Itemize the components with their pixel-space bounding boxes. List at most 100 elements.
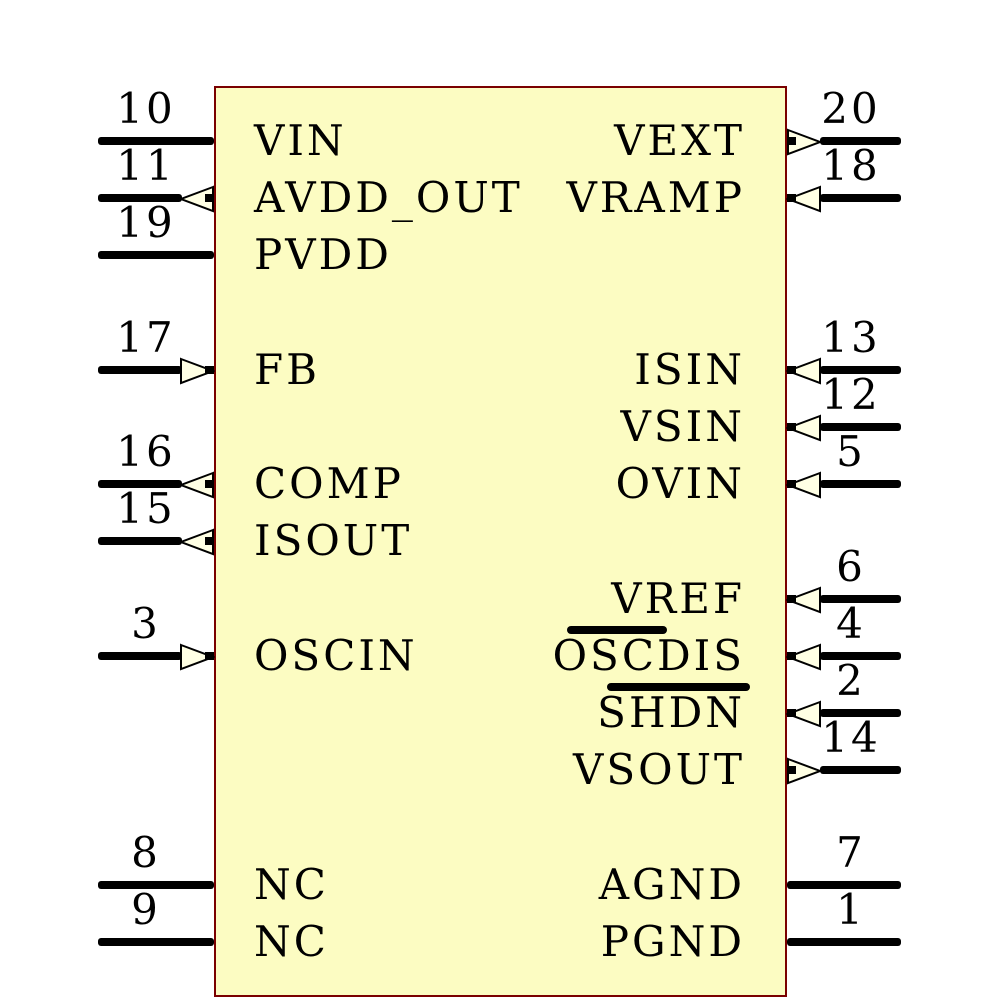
pin-number: 7 — [836, 827, 866, 877]
pin-label: FB — [254, 344, 321, 394]
pin-line — [820, 766, 901, 775]
arrow-left-icon — [786, 471, 821, 499]
pin-label: ISOUT — [254, 516, 413, 566]
pin-label: ISIN — [634, 344, 745, 394]
arrow-left-icon — [786, 357, 821, 385]
pin-connection-nub — [787, 594, 796, 603]
pin-connection-nub — [205, 365, 214, 374]
pin-label: VSIN — [620, 402, 745, 451]
pin-label: VRAMP — [566, 173, 745, 223]
pin-connection-nub — [205, 194, 214, 203]
arrow-right-icon — [180, 357, 215, 385]
pin-connection-nub — [787, 365, 796, 374]
pin-number: 15 — [116, 484, 176, 534]
pin-connection-nub — [787, 651, 796, 660]
pin-connection-nub — [787, 766, 796, 775]
pin-line — [820, 651, 901, 660]
pin-line — [820, 594, 901, 603]
pin-number: 16 — [116, 427, 176, 477]
arrow-right-icon — [180, 643, 215, 671]
pin-line — [98, 137, 214, 145]
pin-11-avdd_out: 11 AVDD_OUT — [0, 138, 1000, 258]
pin-number: 8 — [131, 827, 161, 877]
chip-body — [214, 86, 787, 997]
pin-14-vsout: 14 VSOUT — [0, 710, 1000, 830]
pin-9-nc: 9 NC — [0, 882, 1000, 1000]
pin-label: SHDN — [597, 688, 745, 737]
pin-number: 14 — [821, 713, 881, 763]
pin-label: VIN — [254, 116, 347, 165]
pin-6-vref: 6 VREF — [0, 539, 1000, 659]
pin-label: OSCIN — [254, 630, 418, 680]
pin-16-comp: 16 COMP — [0, 424, 1000, 544]
pin-2-shdn: 2 SHDN — [0, 653, 1000, 773]
pin-3-oscin: 3 OSCIN — [0, 596, 1000, 716]
pin-label: OVIN — [615, 459, 745, 509]
pin-number: 9 — [131, 884, 161, 934]
pin-12-vsin: 12 VSIN — [0, 367, 1000, 487]
active-low-overline-oscdis — [567, 625, 667, 634]
pin-number: 6 — [836, 541, 866, 591]
pin-number: 2 — [836, 656, 866, 705]
pin-15-isout: 15 ISOUT — [0, 481, 1000, 601]
pin-line — [98, 194, 182, 203]
pin-label: VEXT — [614, 116, 745, 165]
pin-label: PGND — [600, 916, 745, 966]
pin-connection-nub — [787, 480, 796, 489]
pin-connection-nub — [205, 537, 214, 546]
arrow-left-icon — [786, 414, 821, 442]
pin-line — [820, 365, 901, 374]
pin-number: 13 — [821, 312, 881, 362]
pin-connection-nub — [787, 709, 796, 717]
pin-connection-nub — [205, 480, 214, 489]
pin-label: OSCDIS — [552, 630, 745, 680]
pin-connection-nub — [205, 651, 214, 660]
arrow-left-icon — [786, 700, 821, 728]
pin-label: VREF — [611, 573, 745, 623]
pin-label: VSOUT — [573, 745, 745, 795]
pin-connection-nub — [787, 423, 796, 431]
pin-17-fb: 17 FB — [0, 310, 1000, 430]
pin-line — [98, 880, 214, 889]
pin-label: NC — [254, 859, 329, 909]
pin-number: 1 — [836, 884, 866, 934]
pin-1-pgnd: 1 PGND — [0, 882, 1000, 1000]
pin-line — [820, 480, 901, 489]
pin-line — [98, 651, 182, 660]
active-low-overline-shdn — [607, 683, 750, 691]
pin-label: PVDD — [254, 230, 392, 280]
pin-line — [98, 537, 182, 546]
pin-number: 11 — [116, 141, 176, 191]
pin-number: 17 — [116, 312, 176, 362]
pin-20-vext: 20 VEXT — [0, 81, 1000, 201]
arrow-left-icon — [786, 586, 821, 614]
pin-label: COMP — [254, 459, 404, 509]
pin-number: 18 — [821, 141, 881, 191]
pin-line — [820, 194, 901, 203]
pin-line — [98, 480, 182, 489]
pin-19-pvdd: 19 PVDD — [0, 195, 1000, 315]
pin-line — [820, 137, 901, 145]
pin-13-isin: 13 ISIN — [0, 310, 1000, 430]
pin-line — [98, 937, 214, 946]
pin-line — [820, 709, 901, 717]
pin-5-ovin: 5 OVIN — [0, 424, 1000, 544]
pin-label: AGND — [598, 859, 745, 909]
pin-4-oscdis: 4 OSCDIS — [0, 596, 1000, 716]
pin-number: 4 — [836, 598, 866, 648]
pin-number: 12 — [821, 370, 881, 419]
pin-10-vin: 10 VIN — [0, 81, 1000, 201]
arrow-left-icon — [786, 185, 821, 213]
arrow-left-icon — [786, 643, 821, 671]
pin-8-nc: 8 NC — [0, 825, 1000, 945]
pin-line — [820, 423, 901, 431]
pin-number: 20 — [821, 84, 881, 133]
pin-line — [98, 251, 214, 260]
pin-line — [787, 937, 901, 946]
pin-label: NC — [254, 916, 329, 966]
pin-number: 19 — [116, 198, 176, 248]
pin-line — [98, 365, 182, 374]
pin-label: AVDD_OUT — [254, 173, 523, 223]
pin-connection-nub — [787, 137, 796, 145]
